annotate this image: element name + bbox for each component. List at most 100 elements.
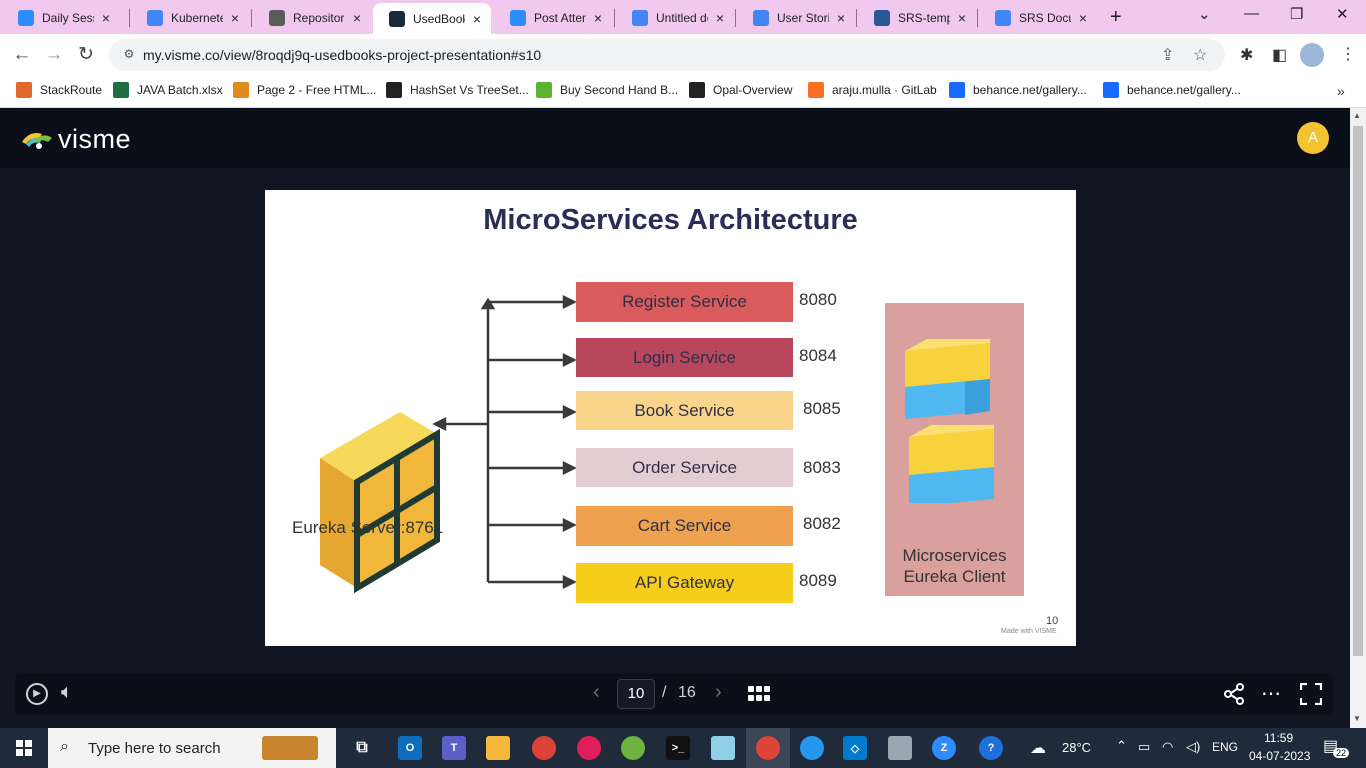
site-info-icon[interactable]: ⚙ [123, 47, 135, 61]
bookmark-star-icon[interactable]: ☆ [1193, 47, 1208, 64]
url-text[interactable]: my.visme.co/view/8roqdj9q-usedbooks-proj… [143, 47, 542, 63]
bookmark-item[interactable]: araju.mulla · GitLab [808, 82, 937, 98]
browser-tab[interactable]: SRS Docur× [979, 3, 1097, 32]
close-window-icon[interactable]: ✕ [1336, 6, 1349, 23]
grid-view-icon[interactable] [748, 686, 770, 702]
prev-slide-icon[interactable]: ‹ [593, 681, 600, 703]
bookmark-item[interactable]: StackRoute [16, 82, 102, 98]
tab-close-icon[interactable]: × [715, 9, 725, 26]
restore-icon[interactable]: ❐ [1290, 6, 1304, 23]
slack-icon[interactable] [577, 736, 601, 760]
bookmark-label: Opal-Overview [713, 83, 793, 97]
speaker-icon[interactable]: ◁) [1186, 739, 1201, 754]
user-avatar[interactable]: A [1297, 122, 1329, 154]
chrome-icon[interactable] [532, 736, 556, 760]
stackroute-icon [16, 82, 32, 98]
autoplay-icon[interactable]: ▶ [26, 683, 48, 705]
terminal-icon[interactable]: >_ [666, 736, 690, 760]
tab-close-icon[interactable]: × [957, 9, 967, 26]
taskbar-search[interactable]: ⌕ Type here to search [48, 728, 336, 768]
clock-date[interactable]: 04-07-2023 [1249, 749, 1311, 763]
tab-close-icon[interactable]: × [101, 9, 111, 26]
service-label: Login Service [632, 347, 736, 367]
tray-chevron-icon[interactable]: ⌃ [1116, 738, 1127, 753]
bookmark-item[interactable]: Buy Second Hand B... [536, 82, 678, 98]
next-slide-icon[interactable]: › [715, 681, 722, 703]
clock-time[interactable]: 11:59 [1264, 731, 1294, 745]
language-indicator[interactable]: ENG [1212, 740, 1239, 754]
tab-close-icon[interactable]: × [352, 9, 362, 26]
bookmarks-bar: » StackRoute JAVA Batch.xlsx Page 2 - Free… [0, 76, 1366, 108]
docker-icon[interactable] [800, 736, 824, 760]
tab-close-icon[interactable]: × [593, 9, 603, 26]
search-placeholder[interactable]: Type here to search [88, 740, 221, 757]
tab-close-icon[interactable]: × [230, 9, 240, 26]
bookmark-item[interactable]: JAVA Batch.xlsx [113, 82, 223, 98]
tab-search-icon[interactable]: ⌄ [1198, 6, 1211, 23]
browser-tab[interactable]: Untitled dc× [616, 3, 734, 32]
spring-tools-icon[interactable] [621, 736, 645, 760]
teams-icon[interactable]: T [442, 736, 466, 760]
profile-avatar[interactable] [1300, 43, 1324, 67]
browser-tab[interactable]: Daily Sessi× [2, 3, 120, 32]
temperature[interactable]: 28°C [1062, 740, 1092, 755]
scroll-down-icon[interactable]: ▼ [1353, 714, 1361, 723]
bookmark-item[interactable]: behance.net/gallery... [1103, 82, 1241, 98]
forward-icon[interactable]: → [44, 44, 64, 65]
browser-menu-icon[interactable]: ⋮ [1340, 46, 1356, 63]
tab-title: SRS-templ [898, 10, 950, 25]
scroll-thumb[interactable] [1353, 126, 1363, 656]
scroll-up-icon[interactable]: ▲ [1353, 111, 1361, 120]
browser-tab[interactable]: Post Atten× [494, 3, 612, 32]
outlook-icon[interactable]: O [398, 736, 422, 760]
browser-tab[interactable]: UsedBooks× [373, 3, 491, 34]
fullscreen-icon[interactable] [1300, 683, 1322, 705]
service-order: Order Service [576, 448, 793, 487]
minimize-icon[interactable]: — [1244, 5, 1259, 22]
tab-close-icon[interactable]: × [836, 9, 846, 26]
visme-icon [389, 10, 405, 27]
extensions-icon[interactable]: ✱ [1240, 47, 1254, 64]
docs-icon [147, 9, 163, 26]
new-tab-button[interactable]: + [1110, 6, 1122, 28]
share-page-icon[interactable]: ⇪ [1161, 47, 1175, 64]
bookmark-item[interactable]: HashSet Vs TreeSet... [386, 82, 529, 98]
snipping-tool-icon[interactable] [888, 736, 912, 760]
visme-header: visme A [0, 108, 1350, 168]
windows-start-icon[interactable] [16, 740, 32, 756]
notepad-icon[interactable] [711, 736, 735, 760]
bookmark-item[interactable]: behance.net/gallery... [949, 82, 1087, 98]
bookmark-item[interactable]: Opal-Overview [689, 82, 792, 98]
share-icon[interactable] [1223, 683, 1245, 705]
browser-tab[interactable]: Repositorie× [253, 3, 371, 32]
help-icon[interactable]: ? [979, 736, 1003, 760]
more-bookmarks-icon[interactable]: » [1337, 83, 1345, 99]
tab-close-icon[interactable]: × [1078, 9, 1088, 26]
vscode-icon[interactable]: ◇ [843, 736, 867, 760]
browser-tab[interactable]: Kubernete× [131, 3, 249, 32]
wifi-icon[interactable]: ◠ [1162, 739, 1174, 754]
search-highlight-icon[interactable] [262, 736, 318, 760]
reload-icon[interactable]: ↻ [78, 44, 94, 65]
more-options-icon[interactable]: ⋯ [1261, 683, 1281, 705]
browser-tab[interactable]: User Storie× [737, 3, 855, 32]
service-label: Book Service [634, 400, 735, 420]
chrome-active-icon[interactable] [756, 736, 780, 760]
volume-icon[interactable]: 🔈︎ [61, 681, 73, 703]
back-icon[interactable]: ← [12, 44, 32, 65]
zoom-icon[interactable]: Z [932, 736, 956, 760]
bookmark-item[interactable]: Page 2 - Free HTML... [233, 82, 376, 98]
zoom-icon [510, 9, 526, 26]
page-scrollbar[interactable]: ▲ ▼ [1350, 108, 1366, 728]
browser-tab[interactable]: SRS-templ × [858, 3, 976, 32]
battery-icon[interactable]: ▭ [1138, 739, 1151, 754]
side-panel-icon[interactable]: ◧ [1272, 47, 1288, 64]
bookmark-label: behance.net/gallery... [973, 83, 1087, 97]
file-explorer-icon[interactable] [486, 736, 510, 760]
task-view-icon[interactable]: ⧉ [356, 739, 368, 756]
weather-icon[interactable]: ☁ [1030, 740, 1046, 757]
address-bar[interactable]: ⚙ my.visme.co/view/8roqdj9q-usedbooks-pr… [109, 39, 1225, 71]
tab-close-icon[interactable]: × [472, 10, 482, 27]
page-number-input[interactable]: 10 [617, 679, 655, 709]
visme-logo[interactable]: visme [20, 124, 131, 155]
